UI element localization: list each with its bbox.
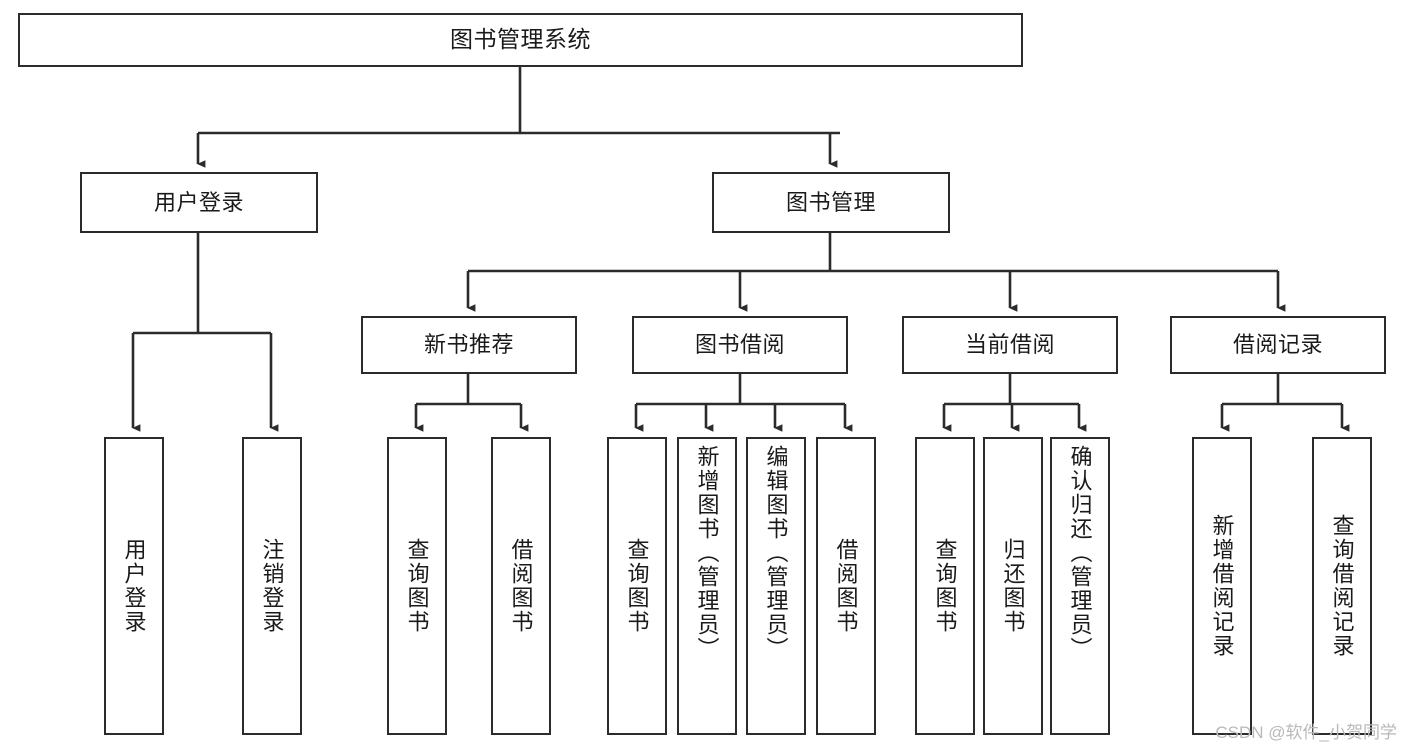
node-label: 查询图书: [932, 538, 958, 634]
node-label: 编辑图书（管理员）: [763, 445, 789, 661]
node-label: 图书管理: [785, 189, 876, 215]
leaf-rc-add-record[interactable]: 新增借阅记录: [1192, 437, 1252, 735]
node-label: 查询借阅记录: [1329, 514, 1355, 658]
node-book-borrow[interactable]: 图书借阅: [632, 316, 848, 374]
node-label: 查询图书: [624, 538, 650, 634]
node-label: 确认归还（管理员）: [1067, 445, 1093, 661]
leaf-cu-confirm-return-admin[interactable]: 确认归还（管理员）: [1050, 437, 1110, 735]
node-label: 新增图书（管理员）: [694, 445, 720, 661]
leaf-nb-query-book[interactable]: 查询图书: [387, 437, 447, 735]
leaf-cu-query-book[interactable]: 查询图书: [915, 437, 975, 735]
node-label: 当前借阅: [964, 332, 1055, 358]
leaf-bw-add-book-admin[interactable]: 新增图书（管理员）: [677, 437, 737, 735]
leaf-nb-borrow-book[interactable]: 借阅图书: [491, 437, 551, 735]
leaf-user-login[interactable]: 用户登录: [104, 437, 164, 735]
node-label: 新书推荐: [423, 332, 514, 358]
node-label: 借阅图书: [508, 538, 534, 634]
leaf-logout[interactable]: 注销登录: [242, 437, 302, 735]
node-label: 注销登录: [259, 538, 285, 634]
leaf-bw-borrow-book[interactable]: 借阅图书: [816, 437, 876, 735]
node-book-management[interactable]: 图书管理: [712, 172, 950, 233]
node-user-login[interactable]: 用户登录: [80, 172, 318, 233]
node-label: 归还图书: [1000, 538, 1026, 634]
node-label: 用户登录: [153, 189, 244, 215]
node-label: 图书管理系统: [450, 26, 591, 53]
node-new-book-recommend[interactable]: 新书推荐: [361, 316, 577, 374]
node-current-borrow[interactable]: 当前借阅: [902, 316, 1118, 374]
node-root-system[interactable]: 图书管理系统: [18, 13, 1023, 67]
node-label: 用户登录: [121, 538, 147, 634]
leaf-cu-return-book[interactable]: 归还图书: [983, 437, 1043, 735]
node-label: 查询图书: [404, 538, 430, 634]
node-label: 借阅图书: [833, 538, 859, 634]
leaf-bw-query-book[interactable]: 查询图书: [607, 437, 667, 735]
leaf-rc-query-record[interactable]: 查询借阅记录: [1312, 437, 1372, 735]
node-label: 新增借阅记录: [1209, 514, 1235, 658]
node-label: 图书借阅: [694, 332, 785, 358]
node-label: 借阅记录: [1232, 332, 1323, 358]
leaf-bw-edit-book-admin[interactable]: 编辑图书（管理员）: [746, 437, 806, 735]
node-borrow-records[interactable]: 借阅记录: [1170, 316, 1386, 374]
